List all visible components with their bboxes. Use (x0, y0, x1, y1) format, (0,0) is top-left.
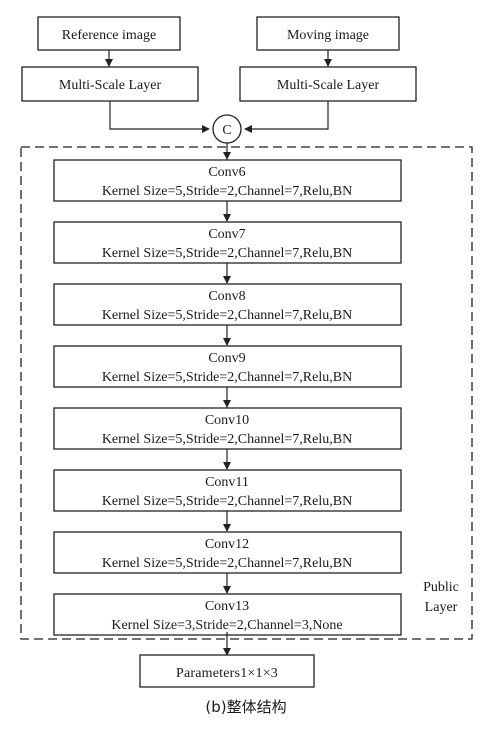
conv-layer-params: Kernel Size=3,Stride=2,Channel=3,None (111, 618, 342, 633)
conv-layer-name: Conv8 (208, 289, 245, 304)
multiscale-layer-right-label: Multi-Scale Layer (277, 78, 380, 93)
conv-layer-box (53, 283, 402, 326)
conv-layer-box (53, 469, 402, 512)
conv-layer-box (53, 531, 402, 574)
public-layer-label-line2: Layer (425, 600, 458, 615)
public-layer-border (20, 146, 473, 640)
conv-layer-box (53, 407, 402, 450)
reference-image-label: Reference image (62, 28, 156, 43)
conv-layer-box (53, 221, 402, 264)
conv-layer-name: Conv9 (208, 351, 245, 366)
conv-layer-params: Kernel Size=5,Stride=2,Channel=7,Relu,BN (102, 246, 352, 261)
conv-layer-params: Kernel Size=5,Stride=2,Channel=7,Relu,BN (102, 184, 352, 199)
conv-layer-name: Conv6 (208, 165, 245, 180)
arrow-right-to-concat (244, 101, 329, 133)
conv-layer-params: Kernel Size=5,Stride=2,Channel=7,Relu,BN (102, 308, 352, 323)
conv-layer-box (53, 159, 402, 202)
concat-symbol: C (222, 123, 231, 138)
conv-layer-name: Conv13 (205, 599, 249, 614)
conv-layer-params: Kernel Size=5,Stride=2,Channel=7,Relu,BN (102, 370, 352, 385)
concat-node: C (212, 114, 242, 144)
conv-layer-params: Kernel Size=5,Stride=2,Channel=7,Relu,BN (102, 556, 352, 571)
figure-caption: (b)整体结构 (205, 698, 286, 716)
conv-layer-name: Conv10 (205, 413, 249, 428)
multiscale-layer-left-node: Multi-Scale Layer (21, 66, 199, 102)
conv-layer-name: Conv12 (205, 537, 249, 552)
conv-layer-box (53, 345, 402, 388)
conv-layer-box (53, 593, 402, 636)
conv-layer-name: Conv7 (208, 227, 245, 242)
multiscale-layer-left-label: Multi-Scale Layer (59, 78, 162, 93)
conv-layer-params: Kernel Size=5,Stride=2,Channel=7,Relu,BN (102, 494, 352, 509)
public-layer-label-line1: Public (423, 580, 459, 595)
conv-layer-name: Conv11 (205, 475, 249, 490)
output-parameters-node: Parameters1×1×3 (139, 654, 315, 688)
moving-image-node: Moving image (256, 16, 400, 51)
multiscale-layer-right-node: Multi-Scale Layer (239, 66, 417, 102)
reference-image-node: Reference image (37, 16, 181, 51)
conv-layer-params: Kernel Size=5,Stride=2,Channel=7,Relu,BN (102, 432, 352, 447)
moving-image-label: Moving image (287, 28, 369, 43)
output-parameters-label: Parameters1×1×3 (176, 666, 278, 681)
arrow-left-to-concat (109, 101, 210, 133)
